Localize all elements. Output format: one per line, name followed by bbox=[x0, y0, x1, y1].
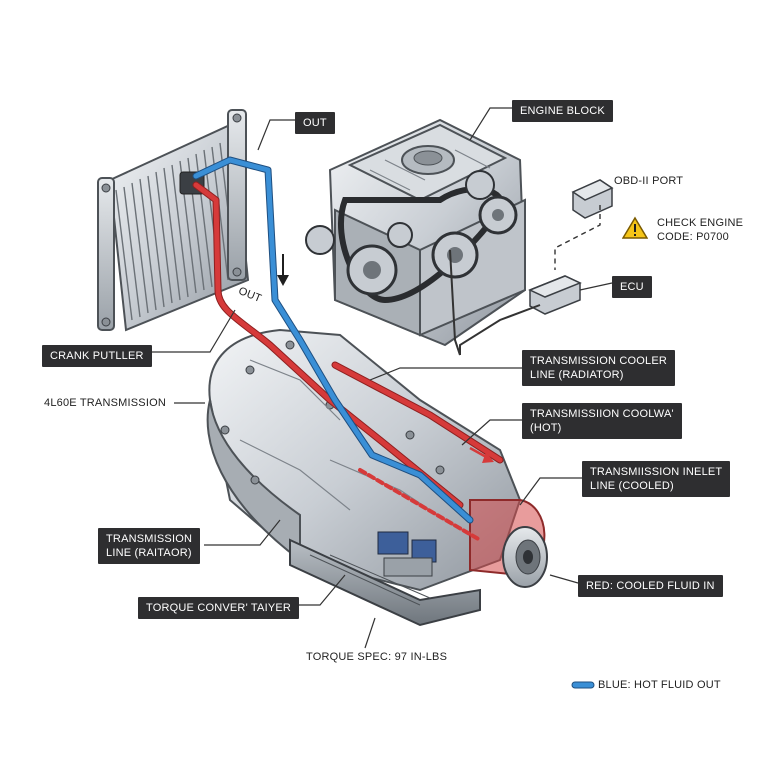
torque-spec-label: TORQUE SPEC: 97 IN-LBS bbox=[306, 651, 448, 663]
inlet-line-line2: LINE (COOLED) bbox=[590, 480, 674, 492]
cooler-line-radiator-line1: TRANSMISSION COOLER bbox=[530, 355, 668, 367]
ecu-label: ECU bbox=[612, 276, 652, 298]
hot-fluid-line bbox=[192, 156, 474, 524]
cooler-line-radiator-label: TRANSMISSION COOLER LINE (RADIATOR) bbox=[522, 350, 676, 386]
cooling-hot-line1: TRANSMISSIION COOLWA' bbox=[530, 408, 674, 420]
cooling-hot-line2: (HOT) bbox=[530, 422, 562, 434]
arrow-down-icon bbox=[277, 254, 289, 286]
crank-pulley-label: CRANK PUTLLER bbox=[42, 345, 152, 367]
cooling-hot-label: TRANSMISSIION COOLWA' (HOT) bbox=[522, 403, 682, 439]
check-engine-line2: CODE: P0700 bbox=[657, 231, 729, 243]
engine-block-label: ENGINE BLOCK bbox=[512, 100, 613, 122]
inlet-line-line1: TRANSMIISSION INELET bbox=[590, 466, 723, 478]
transmission-line-label: TRANSMISSION LINE (RAITAOR) bbox=[98, 528, 201, 564]
torque-converter-label: TORQUE CONVER' TAIYER bbox=[138, 597, 300, 619]
cooled-fluid-line bbox=[192, 181, 504, 542]
transmission bbox=[206, 328, 548, 627]
obd-port-label: OBD-II PORT bbox=[614, 175, 684, 187]
engine-block bbox=[305, 118, 527, 347]
blue-legend-swatch bbox=[571, 681, 595, 689]
blue-legend-label: BLUE: HOT FLUID OUT bbox=[598, 679, 721, 691]
radiator bbox=[97, 109, 250, 332]
warning-triangle-icon bbox=[621, 216, 649, 240]
check-engine-line1: CHECK ENGINE bbox=[657, 217, 744, 229]
out-top-label: OUT bbox=[295, 112, 335, 134]
transmission-line-line2: LINE (RAITAOR) bbox=[106, 547, 192, 559]
transmission-line-line1: TRANSMISSION bbox=[106, 533, 193, 545]
flow-arrow-icon bbox=[469, 446, 494, 463]
cooler-line-radiator-line2: LINE (RADIATOR) bbox=[530, 369, 624, 381]
red-legend-label: RED: COOLED FLUID IN bbox=[578, 575, 723, 597]
obd-port bbox=[571, 179, 614, 219]
ecu-module bbox=[528, 275, 582, 315]
inlet-line-label: TRANSMIISSION INELET LINE (COOLED) bbox=[582, 461, 731, 497]
transmission-model-label: 4L60E TRANSMISSION bbox=[44, 397, 166, 409]
